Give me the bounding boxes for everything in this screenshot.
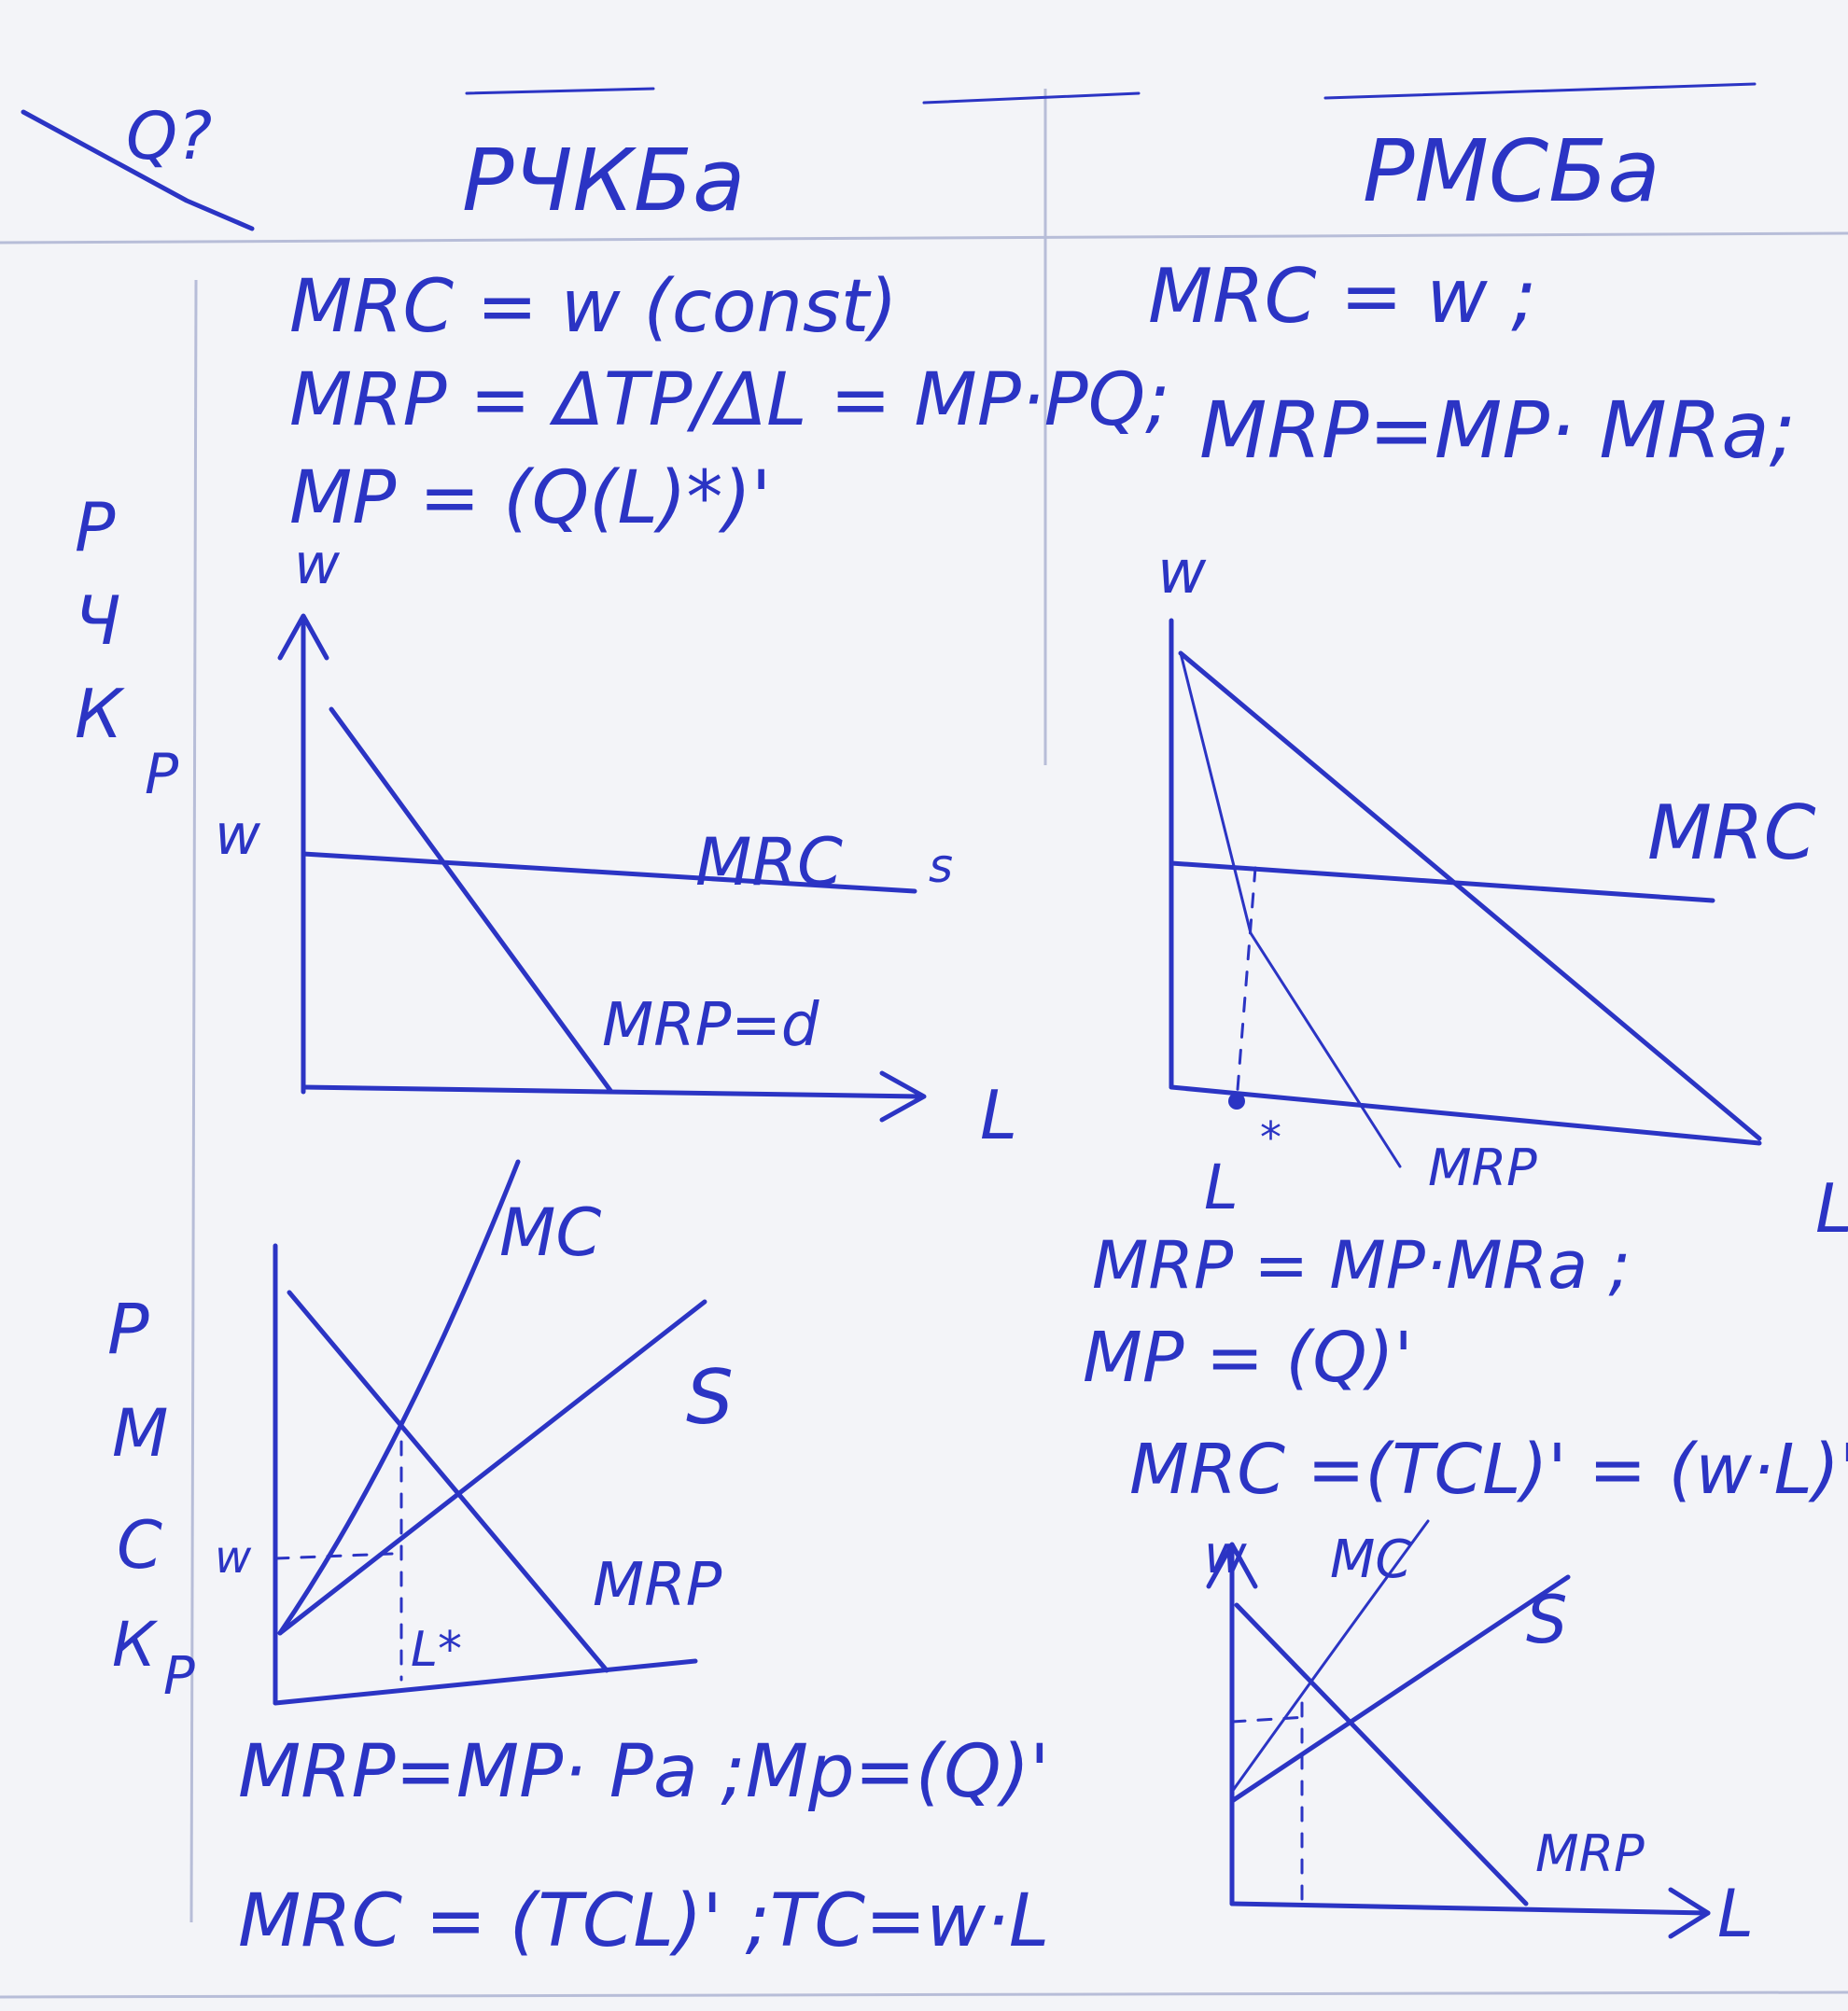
rgraph2-x-arrow: [1668, 1887, 1711, 1939]
left-vertical-label-2: Ч: [75, 581, 120, 660]
left-graph-2: MC S MRP w L*: [215, 1159, 734, 1706]
title-overline-left: [465, 87, 655, 95]
rgraph2-mc-curve: [1230, 1519, 1430, 1794]
graph1-mrc-line: [301, 851, 917, 894]
graph2-mrp-label: MRP: [593, 1551, 722, 1620]
rgraph1-mrp-line: [1178, 650, 1762, 1141]
graph2-mc-label: MC: [499, 1194, 601, 1271]
left-graph-1: w L w MRC s MRP=d: [215, 532, 1017, 1154]
left-formula-1: MRC = w (const): [289, 265, 898, 349]
title-overline-mid: [922, 91, 1141, 105]
left-vertical-label-3: К: [75, 675, 125, 753]
graph1-x-arrow: [879, 1070, 927, 1123]
graph2-mrp-line: [287, 1290, 609, 1673]
right-title: РМСБа: [1363, 121, 1660, 221]
graph2-mc-curve: [277, 1159, 521, 1636]
graph1-mrc-label: MRC: [695, 824, 843, 901]
graph1-w-mark: w: [215, 803, 261, 868]
graph1-mrp-label: MRP=d: [602, 991, 819, 1060]
rgraph2-x-axis: [1229, 1901, 1711, 1916]
graph2-s-line: [277, 1299, 707, 1636]
rgraph1-mrc-label: MRC: [1647, 789, 1816, 876]
rgraph2-s-line: [1229, 1574, 1571, 1804]
rgraph1-x-axis-label: L: [1815, 1169, 1848, 1248]
graph1-s-label: s: [929, 839, 953, 893]
rgraph2-y-arrow: [1206, 1542, 1258, 1589]
left-bottom-formula-1: MRP=MP· Pa ;Mp=(Q)': [238, 1730, 1050, 1814]
right-formula-1: MRC = w ;: [1148, 253, 1536, 340]
graph2-x-axis: [273, 1658, 698, 1706]
right-formula2-1: MRP = MP·MRa ;: [1092, 1227, 1631, 1304]
corner-mark: Q?: [126, 98, 212, 175]
right-formula2-2: MP = (Q)': [1083, 1318, 1413, 1398]
left2-vertical-label-2: М: [112, 1395, 168, 1472]
graph2-w-guide: [273, 1552, 394, 1560]
header-corner: Q?: [21, 98, 255, 231]
right-graph-1: w L MRC MRP * L: [1157, 538, 1848, 1248]
rgraph2-mrp-label: MRP: [1535, 1824, 1645, 1883]
rgraph2-w-guide: [1230, 1715, 1309, 1724]
left2-vertical-label-5: Р: [163, 1646, 195, 1707]
left-formula-2: MRP = ΔTP/ΔL = MP·PQ;: [289, 358, 1169, 442]
right-formula2-3: MRC =(TCL)' = (w·L)' ;: [1129, 1430, 1848, 1510]
left-formula-3: MP = (Q(L)*)': [289, 456, 771, 540]
rgraph1-x-axis: [1169, 1084, 1762, 1146]
right-graph-2: w L MC S MRP: [1204, 1519, 1754, 1952]
left-bottom-formula-2: MRC = (TCL)' ;TC=w·L: [238, 1879, 1049, 1963]
graph1-mrp-line: [329, 706, 614, 1095]
right-formula-2: MRP=MP· MRa;: [1199, 384, 1796, 476]
title-overline-right: [1323, 82, 1757, 100]
paper-rule-bottom: [0, 1990, 1848, 1999]
rgraph1-mrp-label: MRP: [1428, 1138, 1537, 1197]
graph2-l-mark: L*: [411, 1622, 462, 1678]
rgraph2-mrp-line: [1234, 1602, 1529, 1906]
rgraph1-star: *: [1260, 1112, 1281, 1163]
rgraph1-point: [1228, 1093, 1245, 1110]
rgraph1-x-mark: L: [1204, 1152, 1239, 1223]
left2-vertical-label-4: К: [112, 1609, 159, 1681]
paper-rule: [0, 231, 1848, 244]
rgraph1-l-guide: [1235, 866, 1257, 1103]
rgraph2-s-label: S: [1526, 1582, 1567, 1658]
rgraph1-y-axis-label: w: [1157, 538, 1207, 607]
left2-vertical-label-1: Р: [107, 1290, 149, 1370]
left2-vertical-label-3: С: [117, 1507, 162, 1584]
rgraph2-mc-label: MC: [1330, 1529, 1411, 1590]
margin-line: [189, 279, 198, 1923]
left-title: РЧКБа: [462, 131, 745, 230]
left-vertical-label-1: Р: [75, 488, 116, 566]
rgraph1-mrc-line: [1169, 860, 1715, 903]
graph1-y-axis-label: w: [294, 532, 341, 597]
graph1-y-arrow: [277, 613, 329, 661]
graph2-w-mark: w: [215, 1531, 252, 1584]
rgraph2-x-axis-label: L: [1717, 1876, 1754, 1952]
graph1-x-axis-label: L: [980, 1076, 1017, 1154]
corner-stroke: [21, 109, 255, 231]
left-vertical-label-4: Р: [145, 742, 179, 807]
graph2-s-label: S: [686, 1354, 734, 1441]
